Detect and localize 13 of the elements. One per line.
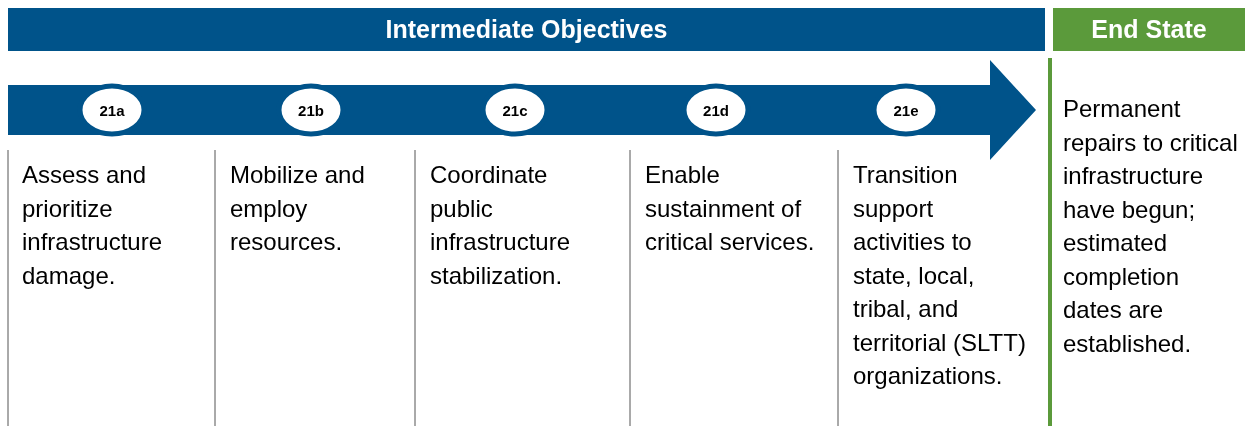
step-description: Coordinate public infrastructure stabilization. <box>430 160 572 291</box>
step-description: Transition support activities to state, local, tribal, and territorial (SLTT) organizations. <box>853 160 1027 391</box>
end-state-description: Permanent repairs to critical infrastructure have begun; estimated completion dates are established. <box>1063 94 1238 359</box>
step-number: 21d <box>703 101 729 119</box>
step-number: 21e <box>893 101 919 119</box>
step-number: 21b <box>298 101 324 119</box>
step-number: 21a <box>99 101 125 119</box>
step-description: Enable sustainment of critical services. <box>645 160 816 257</box>
step-description: Assess and prioritize infrastructure damage. <box>22 160 164 291</box>
header-band: End State <box>1053 8 1245 51</box>
step-description: Mobilize and employ resources. <box>230 160 366 257</box>
step-number: 21c <box>502 101 528 119</box>
header-band: Intermediate Objectives <box>8 8 1045 51</box>
